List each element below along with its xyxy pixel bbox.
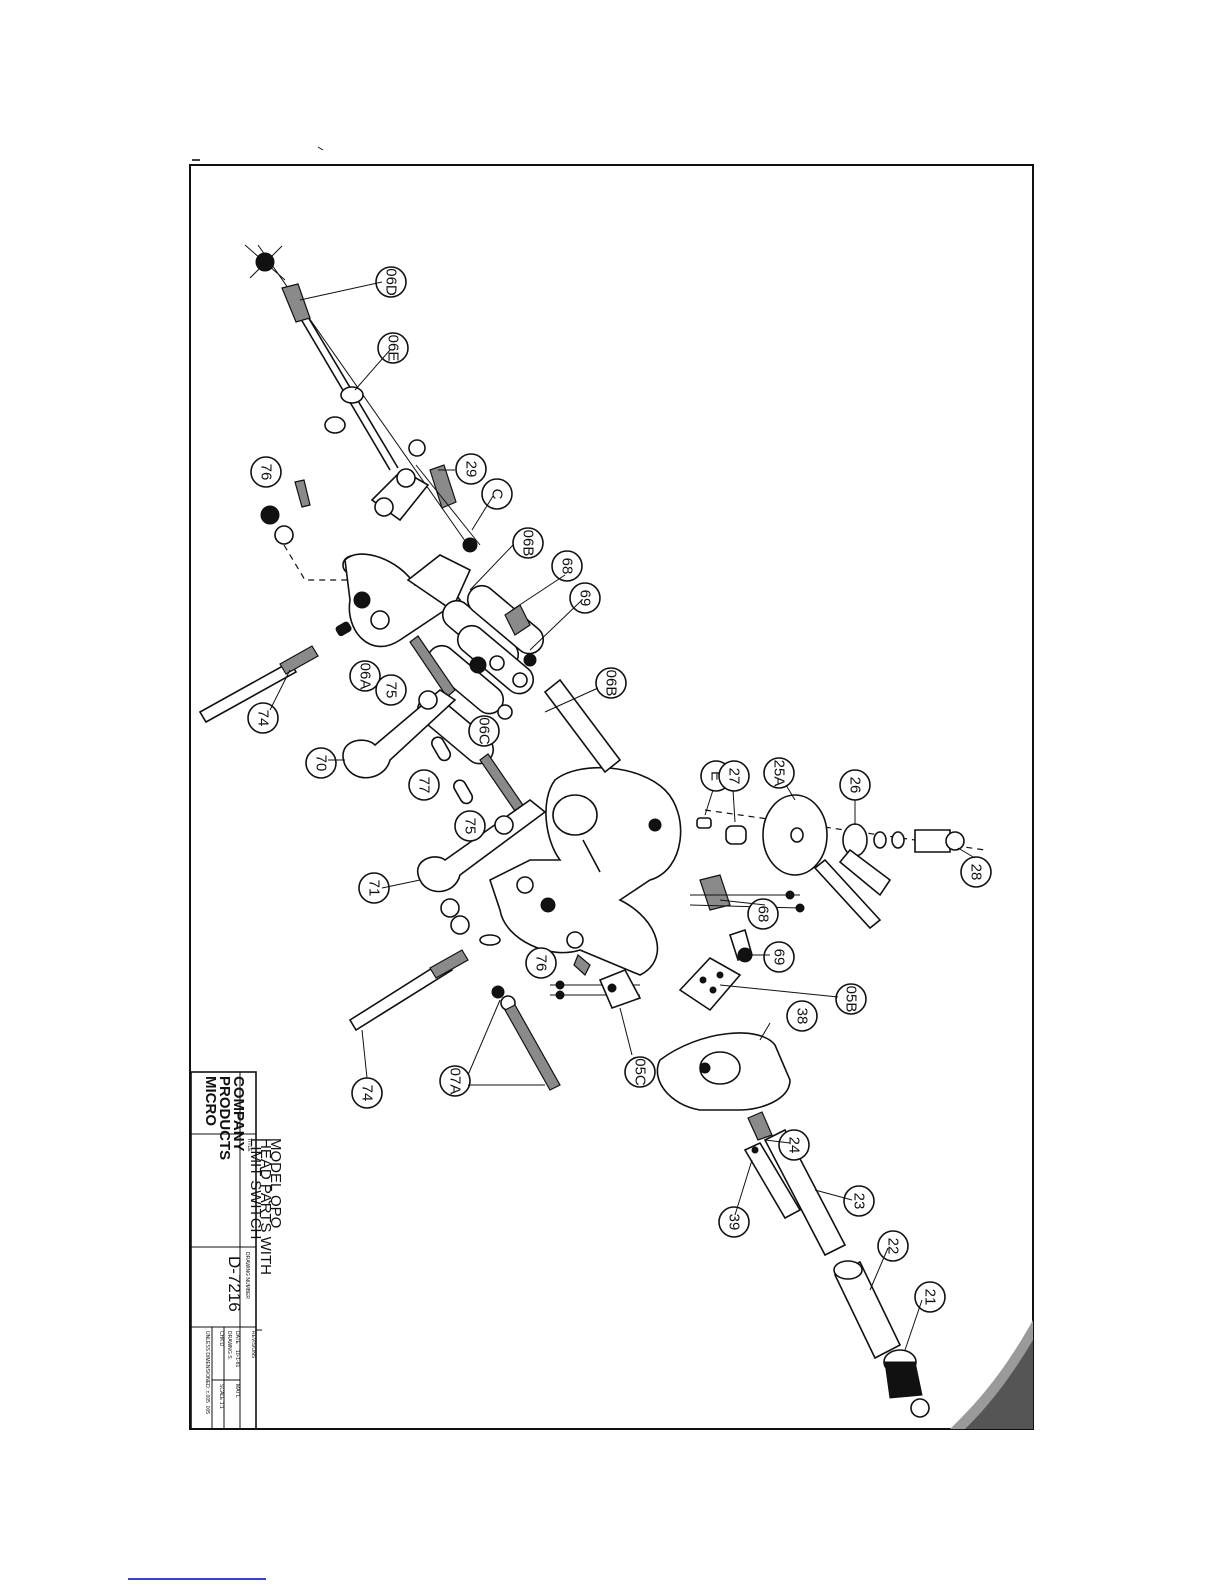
callout-label: 06B — [520, 530, 537, 557]
callout-label: 39 — [726, 1214, 743, 1231]
callout-bubble: 06A — [350, 661, 380, 691]
drawn-label: DRAWN — [226, 1331, 232, 1350]
callout-bubble: 76 — [526, 948, 556, 978]
callout-label: 23 — [851, 1193, 868, 1210]
checked-label: CHK'D — [218, 1331, 224, 1347]
callout-label: 74 — [255, 710, 272, 727]
assembly-linework — [200, 245, 1033, 1429]
title-block: MICRO PRODUCTS COMPANY TITLE MODEL QPO H… — [191, 1072, 284, 1429]
callout-label: 22 — [885, 1238, 902, 1255]
callout-label: 76 — [533, 955, 550, 972]
callout-bubble: 28 — [961, 857, 991, 887]
material-label: MAT'L — [234, 1384, 240, 1398]
title-line-3: LIMIT SWITCH — [247, 1138, 264, 1239]
drawing-number: D-7216 — [225, 1256, 244, 1312]
callout-label: 71 — [366, 880, 383, 897]
callout-bubble: 75 — [376, 675, 406, 705]
callout-bubble: 69 — [570, 583, 600, 613]
dimensions-note: UNLESS DIMENSIONED: ±.005 .005 — [204, 1331, 210, 1414]
callout-label: 70 — [313, 755, 330, 772]
callout-label: 05B — [843, 986, 860, 1013]
callout-label: 38 — [794, 1008, 811, 1025]
callout-label: 27 — [726, 768, 743, 785]
callout-label: 29 — [463, 461, 480, 478]
callout-bubble: 74 — [352, 1078, 382, 1108]
callout-bubble: 22 — [878, 1231, 908, 1261]
callout-bubble: 06B — [596, 668, 626, 698]
callout-bubble: 27 — [719, 761, 749, 791]
callout-label: 68 — [755, 906, 772, 923]
callout-bubble: C — [482, 479, 512, 509]
callout-bubble: 77 — [409, 770, 439, 800]
footer-link-underline[interactable] — [128, 1578, 266, 1580]
callout-label: 25A — [771, 760, 788, 787]
callout-bubble: 71 — [359, 873, 389, 903]
callout-label: 06E — [385, 335, 402, 362]
callout-bubble: 70 — [306, 748, 336, 778]
callout-bubble: 07A — [440, 1066, 470, 1096]
callout-label: 28 — [968, 864, 985, 881]
callout-bubble: 23 — [844, 1186, 874, 1216]
callout-label: 07A — [447, 1068, 464, 1095]
callout-label: 75 — [462, 818, 479, 835]
callout-label: 68 — [559, 558, 576, 575]
callout-label: 77 — [416, 777, 433, 794]
callout-bubble: 75 — [455, 811, 485, 841]
callout-bubble: 06B — [513, 528, 543, 558]
callout-label: 75 — [383, 682, 400, 699]
callout-bubble: 05B — [836, 984, 866, 1014]
drawn-value: G.S. — [226, 1350, 232, 1360]
callout-label: 69 — [577, 590, 594, 607]
callout-bubble: 69 — [764, 942, 794, 972]
callout-label: 24 — [786, 1137, 803, 1154]
callout-label: 06B — [603, 670, 620, 697]
date-value: 10-1-81 — [234, 1350, 240, 1367]
revisions-label: REVISIONS — [250, 1331, 256, 1359]
callout-bubble: 76 — [251, 457, 281, 487]
callout-label: 06A — [357, 663, 374, 690]
callout-label: 06C — [476, 717, 493, 745]
scale-label: SCALE 1:1 — [218, 1384, 224, 1409]
callout-label: 05C — [632, 1058, 649, 1086]
callout-label: 69 — [771, 949, 788, 966]
callout-bubble: 25A — [764, 758, 794, 788]
callout-label: C — [489, 489, 506, 500]
callout-bubble: 38 — [787, 1001, 817, 1031]
callout-bubble: 05C — [625, 1057, 655, 1087]
callout-bubble: 74 — [248, 703, 278, 733]
date-label: DATE — [234, 1331, 240, 1345]
callout-label: 76 — [258, 464, 275, 481]
callout-label: 74 — [359, 1085, 376, 1102]
callout-label: 06D — [383, 268, 400, 296]
callout-bubble: 06C — [469, 716, 499, 746]
callout-label: 26 — [847, 777, 864, 794]
callout-bubble: 29 — [456, 454, 486, 484]
callout-bubble: 68 — [552, 551, 582, 581]
company-line-3: COMPANY — [230, 1076, 247, 1152]
callout-bubble: 24 — [779, 1130, 809, 1160]
callout-bubble: 26 — [840, 770, 870, 800]
callout-label: 21 — [922, 1289, 939, 1306]
callout-bubble: 39 — [719, 1207, 749, 1237]
